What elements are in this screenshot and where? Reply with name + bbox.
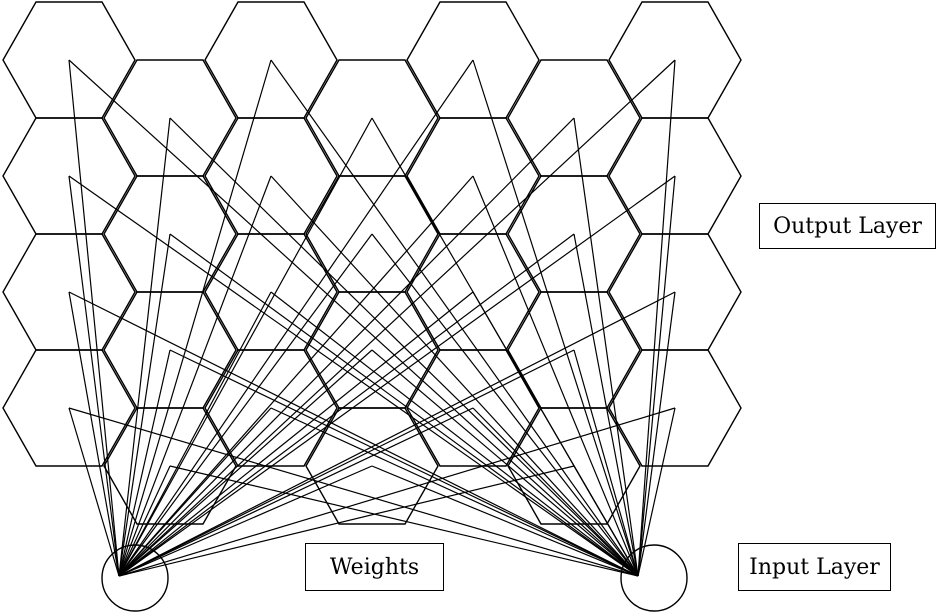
weight-connection-line [472, 59, 639, 577]
weight-connection-line [68, 407, 120, 577]
weight-connection-line [118, 291, 272, 577]
output-layer-hexagon-grid [2, 1, 742, 525]
weight-connection-line [637, 407, 676, 577]
weight-connection-line [118, 291, 474, 577]
weight-connection-line [118, 291, 676, 577]
weight-connection-line [637, 59, 676, 577]
weight-connection-line [169, 465, 639, 577]
weight-connection-line [68, 59, 120, 577]
input-node-circle [101, 544, 169, 612]
output-layer-label: Output Layer [759, 203, 936, 249]
weight-connection-line [118, 349, 171, 577]
weight-connection-line [118, 465, 575, 577]
weight-connection-line [371, 233, 639, 577]
input-layer-label: Input Layer [738, 543, 891, 591]
output-neuron-hexagon [608, 349, 742, 467]
weight-connection-line [118, 349, 575, 577]
weight-connection-line [118, 233, 575, 577]
weight-connection-line [573, 117, 639, 577]
weight-connection-line [68, 175, 120, 577]
weight-connection-line [118, 349, 373, 577]
weight-connection-line [118, 407, 676, 577]
output-neuron-hexagon [2, 349, 136, 467]
weight-connection-line [573, 233, 639, 577]
weight-connection-line [118, 117, 373, 577]
weight-connection-line [68, 291, 639, 577]
output-neuron-hexagon [103, 407, 237, 525]
weight-connection-line [118, 59, 676, 577]
weight-connection-line [118, 175, 474, 577]
weights-label: Weights [305, 543, 444, 591]
input-layer-nodes [101, 544, 688, 612]
weight-connection-line [637, 175, 676, 577]
weight-connection-line [68, 59, 639, 577]
weight-connection-line [118, 59, 272, 577]
weight-connections [68, 59, 676, 577]
weight-connection-line [270, 59, 639, 577]
weight-connection-line [118, 233, 373, 577]
weight-connection-line [270, 291, 639, 577]
weight-connection-line [118, 407, 474, 577]
weight-connection-line [573, 349, 639, 577]
weight-connection-line [68, 291, 120, 577]
weight-connection-line [68, 175, 639, 577]
weight-connection-line [371, 465, 639, 577]
weight-connection-line [118, 117, 171, 577]
weight-connection-line [270, 175, 639, 577]
weight-connection-line [68, 407, 639, 577]
weight-connection-line [118, 233, 171, 577]
output-neuron-hexagon [305, 407, 439, 525]
input-node-circle [620, 544, 688, 612]
weight-connection-line [118, 117, 575, 577]
weight-connection-line [472, 175, 639, 577]
weight-connection-line [169, 233, 639, 577]
output-neuron-hexagon [507, 407, 641, 525]
weight-connection-line [472, 407, 639, 577]
weight-connection-line [118, 59, 474, 577]
output-neuron-hexagon [406, 349, 540, 467]
weight-connection-line [270, 407, 639, 577]
weight-connection-line [118, 175, 272, 577]
weight-connection-line [637, 291, 676, 577]
output-neuron-hexagon [204, 349, 338, 467]
weight-connection-line [118, 465, 171, 577]
